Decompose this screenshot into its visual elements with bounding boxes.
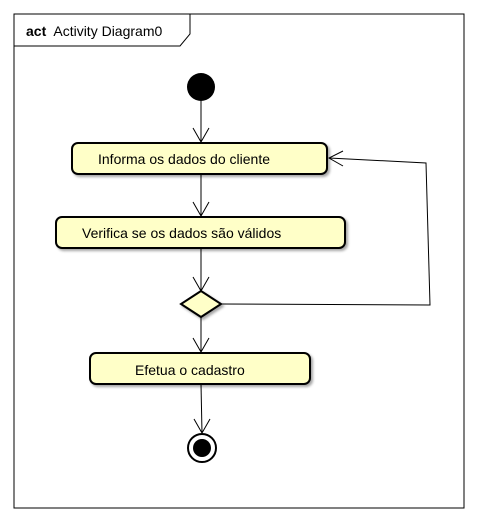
action-efetua-cadastro[interactable] [89,352,311,385]
action-efetua-cadastro-label: Efetua o cadastro [135,362,245,378]
diagram-frame-tab [13,13,191,47]
diagram-frame [13,13,465,509]
action-informa-dados[interactable] [71,142,328,175]
decision-node[interactable] [179,289,223,319]
frame-name: Activity Diagram0 [53,23,162,39]
action-verifica-dados-label: Verifica se os dados são válidos [82,225,281,241]
initial-node[interactable] [187,73,215,101]
arrowhead-loop-informa [327,150,344,167]
final-node[interactable] [187,433,217,463]
action-informa-dados-label: Informa os dados do cliente [98,151,270,167]
flow-decision-loop-to-informa [220,157,431,306]
diagram-frame-title: act Activity Diagram0 [26,23,162,39]
frame-keyword: act [26,23,47,39]
flow-efetua-to-final [200,383,203,434]
